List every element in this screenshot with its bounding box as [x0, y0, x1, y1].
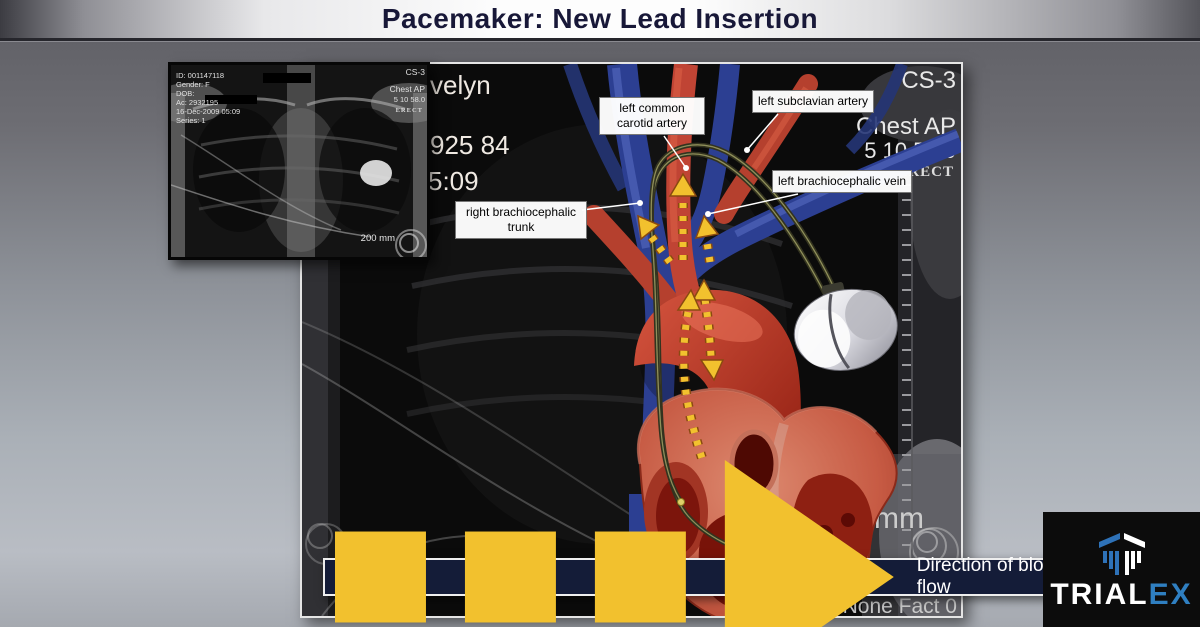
inset-view-label: Chest AP — [390, 84, 426, 94]
xray-filter-text: None Fact 0 — [843, 595, 957, 616]
inset-numbers: 5 10 58.0 — [394, 95, 425, 104]
redaction-bar — [205, 95, 257, 104]
redaction-bar — [263, 73, 311, 83]
flow-arrow-icon — [335, 460, 894, 627]
inset-xray: ID: 001147118 Gender: F DOB: Ac: 2932195… — [168, 62, 430, 260]
xray-numbers-top: 925 84 — [430, 130, 510, 160]
logo-text-trial: TRIAL — [1050, 577, 1149, 611]
trialex-logo: TRIALEX — [1043, 512, 1200, 627]
logo-wordmark: TRIALEX — [1050, 577, 1193, 611]
blood-flow-legend: Direction of blood flow — [323, 460, 1095, 627]
inset-patient-metadata: ID: 001147118 Gender: F DOB: Ac: 2932195… — [176, 71, 240, 125]
label-leader-lines — [581, 113, 799, 217]
label-left-brachiocephalic-vein: left brachiocephalic vein — [772, 170, 913, 193]
legend-label: Direction of blood flow — [916, 555, 1065, 598]
svg-text:Ac: 2932195: Ac: 2932195 — [176, 98, 218, 107]
inset-corner-label: CS-3 — [406, 67, 426, 77]
svg-text:Series: 1: Series: 1 — [176, 116, 206, 125]
title-divider — [0, 38, 1200, 42]
svg-text:DOB:: DOB: — [176, 89, 194, 98]
logo-text-ex: EX — [1148, 577, 1193, 611]
title-bar: Pacemaker: New Lead Insertion — [0, 0, 1200, 38]
series-corner-label: CS-3 — [901, 67, 956, 94]
flow-arrowhead — [668, 172, 698, 197]
svg-text:ID: 001147118: ID: 001147118 — [176, 71, 224, 80]
label-right-brachiocephalic-trunk: right brachiocephalic trunk — [455, 201, 587, 239]
inset-position-label: ERECT — [396, 107, 423, 114]
svg-text:16-Dec-2009 05:09: 16-Dec-2009 05:09 — [176, 107, 240, 116]
existing-pacemaker-shadow — [360, 160, 392, 186]
label-left-common-carotid-artery: left common carotid artery — [599, 97, 705, 135]
svg-text:Gender: F: Gender: F — [176, 80, 210, 89]
inset-xray-image: ID: 001147118 Gender: F DOB: Ac: 2932195… — [171, 65, 427, 257]
logo-column-icon — [1098, 532, 1145, 575]
xray-ruler — [900, 156, 913, 580]
patient-name-fragment: velyn — [430, 70, 491, 100]
label-left-subclavian-artery: left subclavian artery — [752, 90, 875, 113]
xray-time: 5:09 — [428, 166, 479, 196]
blood-flow-arrows — [637, 172, 725, 460]
main-illustration-panel: velyn 925 84 5:09 CS-3 Chest AP 5 10 58.… — [300, 62, 1095, 627]
page-title: Pacemaker: New Lead Insertion — [381, 3, 819, 34]
inset-scale-label: 200 mm — [361, 233, 395, 244]
pacemaker-device — [793, 282, 898, 372]
